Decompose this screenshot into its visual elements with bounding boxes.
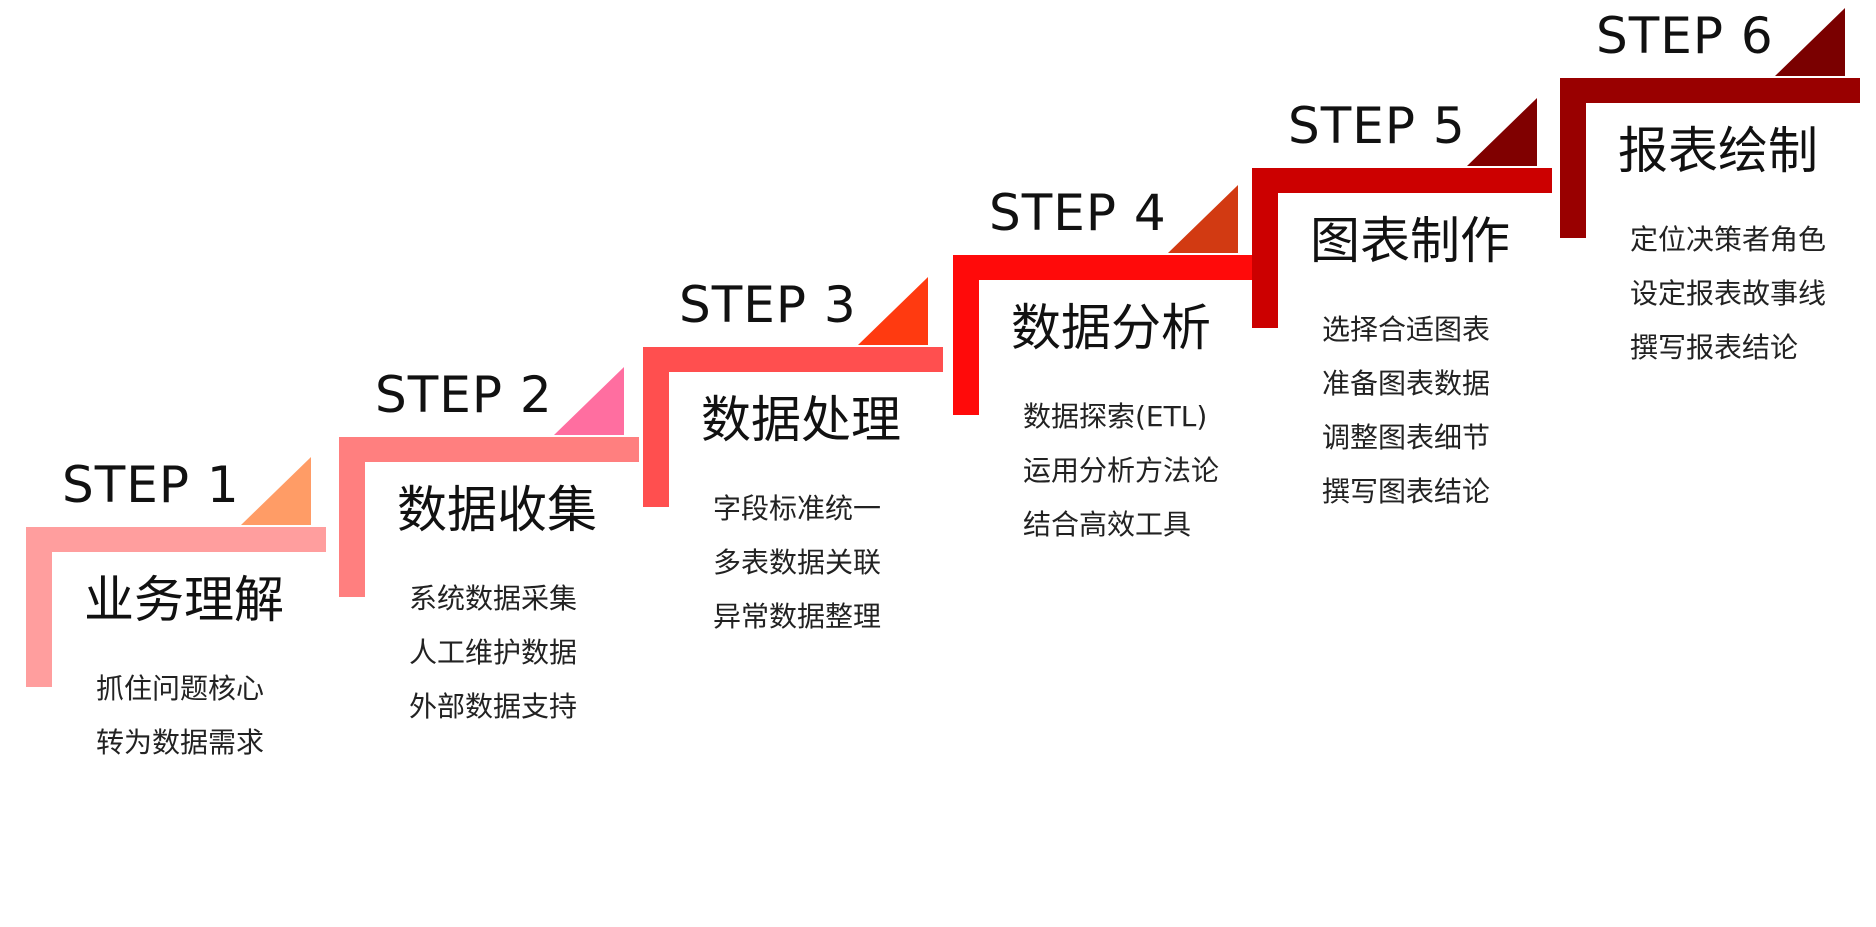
step-2-title: 数据收集 <box>397 481 597 539</box>
step-6-triangle <box>1775 8 1845 76</box>
step-4: STEP 4 数据分析数据探索(ETL) 运用分析方法论结合高效工具 <box>953 184 1253 655</box>
step-5-detail-list: 选择合适图表准备图表数据调整图表细节撰写图表结论 <box>1322 303 1490 519</box>
step-6-title: 报表绘制 <box>1618 122 1818 180</box>
step-1-title: 业务理解 <box>84 571 284 629</box>
step-5-detail-item: 撰写图表结论 <box>1322 475 1491 508</box>
step-1-vertical-bar <box>26 527 52 687</box>
step-1-detail-item: 抓住问题核心 <box>96 672 265 705</box>
step-2-label: STEP 2 <box>375 366 553 424</box>
step-6-detail-item: 设定报表故事线 <box>1630 277 1827 310</box>
step-5-detail-item: 准备图表数据 <box>1322 367 1491 400</box>
step-5: STEP 5 图表制作选择合适图表准备图表数据调整图表细节撰写图表结论 <box>1252 97 1552 568</box>
step-6-detail-item: 定位决策者角色 <box>1630 223 1827 256</box>
step-6-detail-item: 撰写报表结论 <box>1630 331 1799 364</box>
step-1-horizontal-bar <box>26 527 326 552</box>
step-4-detail-item: 结合高效工具 <box>1023 508 1192 541</box>
step-2-triangle <box>554 367 624 435</box>
step-4-detail-item: 数据探索(ETL) <box>1023 400 1208 433</box>
step-5-vertical-bar <box>1252 168 1278 328</box>
step-4-title: 数据分析 <box>1011 299 1211 357</box>
step-1-label: STEP 1 <box>62 456 240 514</box>
step-5-title: 图表制作 <box>1310 212 1510 270</box>
step-3-detail-list: 字段标准统一多表数据关联异常数据整理 <box>713 482 881 644</box>
step-5-horizontal-bar <box>1252 168 1552 193</box>
process-staircase-diagram: STEP 1 业务理解抓住问题核心转为数据需求 STEP 2 数据收集系统数据采集人工… <box>26 7 1860 759</box>
step-6-detail-list: 定位决策者角色设定报表故事线撰写报表结论 <box>1630 213 1826 375</box>
step-4-horizontal-bar <box>953 255 1253 280</box>
step-4-detail-list: 数据探索(ETL) 运用分析方法论结合高效工具 <box>1023 390 1219 552</box>
step-2-horizontal-bar <box>339 437 639 462</box>
step-3-title: 数据处理 <box>701 391 901 449</box>
step-3-detail-item: 多表数据关联 <box>713 546 882 579</box>
step-1-triangle <box>241 457 311 525</box>
step-5-detail-item: 调整图表细节 <box>1322 421 1491 454</box>
step-3: STEP 3 数据处理字段标准统一多表数据关联异常数据整理 <box>643 276 943 747</box>
step-3-detail-item: 字段标准统一 <box>713 492 882 525</box>
step-1: STEP 1 业务理解抓住问题核心转为数据需求 <box>26 456 326 927</box>
step-1-detail-item: 转为数据需求 <box>96 726 265 759</box>
step-2: STEP 2 数据收集系统数据采集人工维护数据外部数据支持 <box>339 366 639 837</box>
step-2-detail-item: 外部数据支持 <box>409 690 578 723</box>
step-1-detail-list: 抓住问题核心转为数据需求 <box>96 662 264 770</box>
step-6-horizontal-bar <box>1560 78 1860 103</box>
step-5-label: STEP 5 <box>1288 97 1466 155</box>
step-4-label: STEP 4 <box>989 184 1167 242</box>
step-6-label: STEP 6 <box>1596 7 1774 65</box>
step-4-vertical-bar <box>953 255 979 415</box>
step-2-detail-item: 人工维护数据 <box>409 636 578 669</box>
step-2-vertical-bar <box>339 437 365 597</box>
step-3-horizontal-bar <box>643 347 943 372</box>
step-3-detail-item: 异常数据整理 <box>713 600 882 633</box>
step-5-detail-item: 选择合适图表 <box>1322 313 1491 346</box>
step-3-triangle <box>858 277 928 345</box>
step-3-label: STEP 3 <box>679 276 857 334</box>
step-6: STEP 6 报表绘制定位决策者角色设定报表故事线撰写报表结论 <box>1560 7 1860 478</box>
step-6-vertical-bar <box>1560 78 1586 238</box>
step-2-detail-list: 系统数据采集人工维护数据外部数据支持 <box>409 572 577 734</box>
step-4-triangle <box>1168 185 1238 253</box>
step-3-vertical-bar <box>643 347 669 507</box>
step-4-detail-item: 运用分析方法论 <box>1023 454 1220 487</box>
step-2-detail-item: 系统数据采集 <box>409 582 578 615</box>
step-5-triangle <box>1467 98 1537 166</box>
